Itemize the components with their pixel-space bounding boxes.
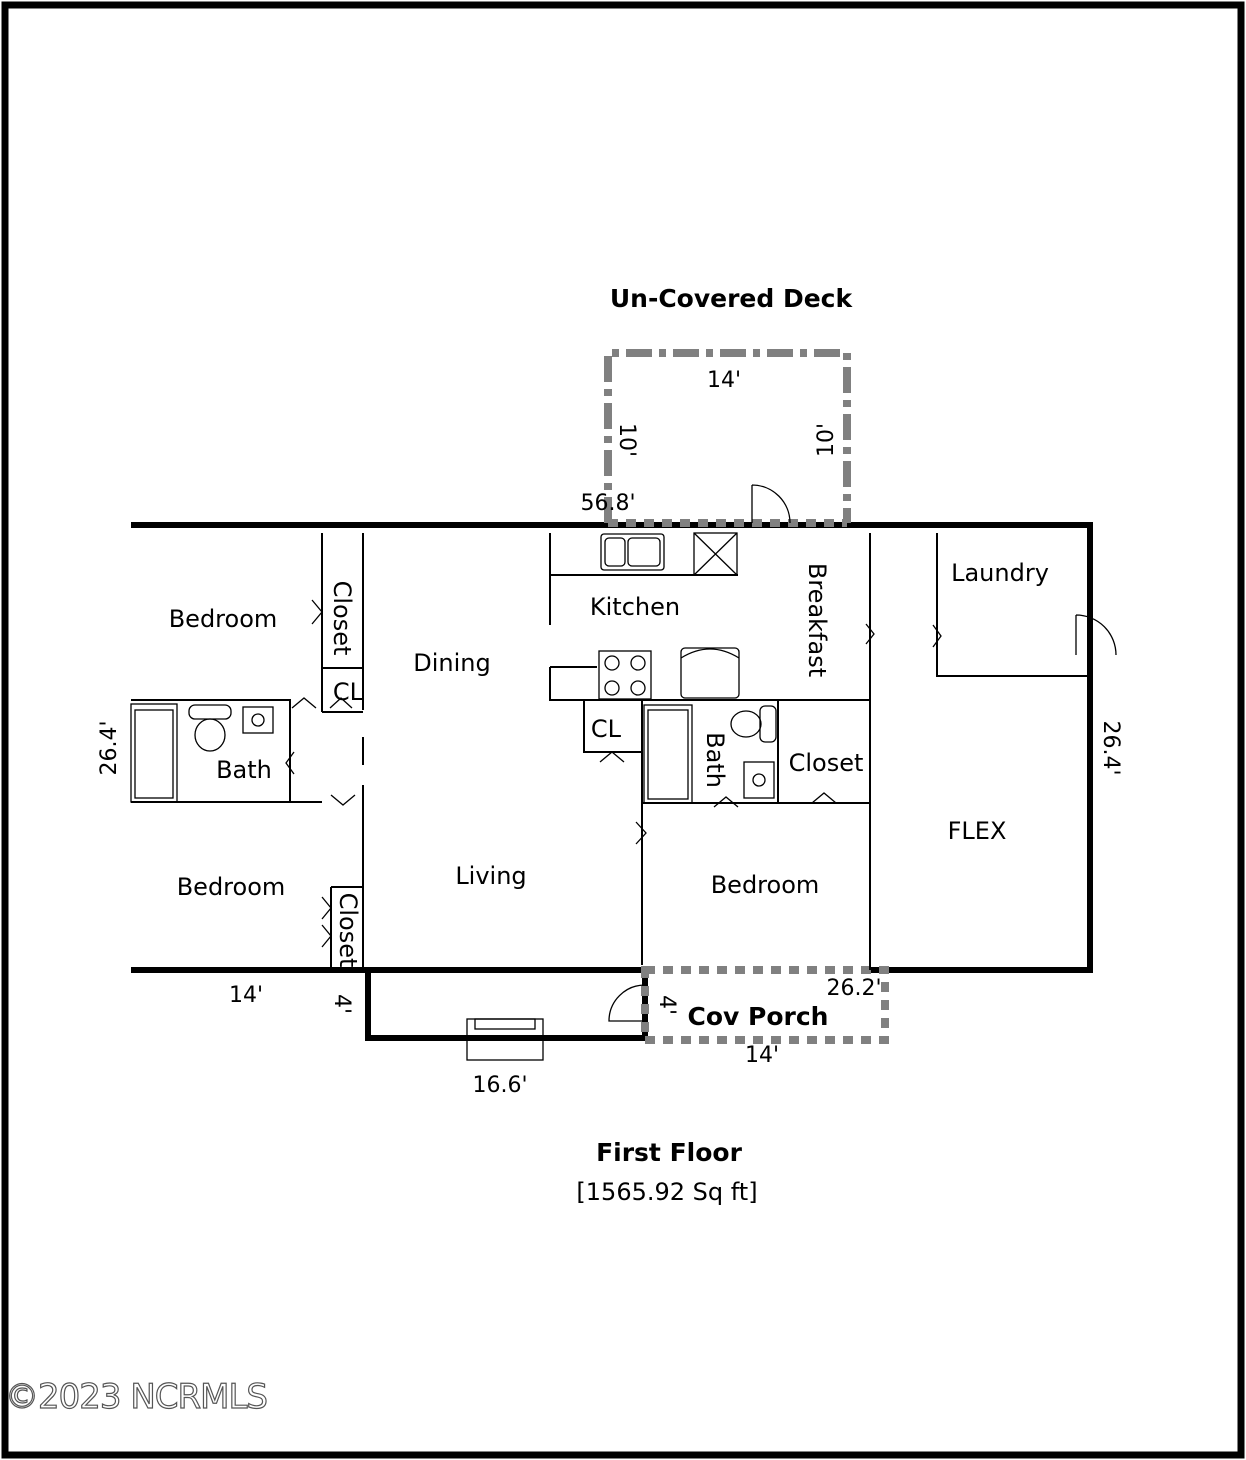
dim-bottom-right: 26.2' bbox=[826, 976, 881, 1001]
doors bbox=[285, 484, 1117, 1022]
porch-outline bbox=[641, 966, 889, 1044]
dim-top: 56.8' bbox=[580, 491, 635, 516]
room-bath-left: Bath bbox=[216, 756, 272, 784]
porch-depth: 4' bbox=[654, 995, 679, 1015]
floor-area: [1565.92 Sq ft] bbox=[576, 1178, 757, 1206]
room-bedroom-mid: Bedroom bbox=[711, 871, 820, 899]
floor-title: First Floor bbox=[596, 1138, 743, 1167]
kitchen-fixtures bbox=[598, 532, 740, 700]
deck-title: Un-Covered Deck bbox=[610, 284, 854, 313]
room-cl-left: CL bbox=[333, 678, 364, 706]
room-closet-top-left: Closet bbox=[328, 581, 356, 656]
room-living: Living bbox=[455, 862, 526, 890]
dim-left: 26.4' bbox=[97, 720, 122, 775]
dim-right: 26.4' bbox=[1098, 720, 1123, 775]
room-laundry: Laundry bbox=[951, 559, 1049, 587]
room-bath-mid: Bath bbox=[701, 732, 729, 788]
room-bedroom-top-left: Bedroom bbox=[169, 605, 278, 633]
room-breakfast: Breakfast bbox=[803, 563, 831, 677]
watermark: ©2023 NCRMLS bbox=[5, 1377, 267, 1417]
deck-outline bbox=[604, 349, 851, 523]
deck-depth-left: 10' bbox=[614, 423, 639, 457]
room-closet-mid: Closet bbox=[789, 749, 864, 777]
porch-width: 14' bbox=[745, 1043, 779, 1068]
fireplace bbox=[466, 1018, 544, 1061]
deck-width: 14' bbox=[707, 368, 741, 393]
dim-bottom-mid: 16.6' bbox=[472, 1073, 527, 1098]
room-flex: FLEX bbox=[948, 817, 1007, 845]
room-closet-bottom-left: Closet bbox=[334, 893, 362, 968]
interior-walls bbox=[131, 533, 1088, 970]
porch-title: Cov Porch bbox=[688, 1002, 829, 1031]
deck-depth-right: 10' bbox=[814, 423, 839, 457]
dim-bottom-step: 4' bbox=[329, 994, 354, 1014]
dim-bottom-left: 14' bbox=[229, 983, 263, 1008]
room-bedroom-bottom-left: Bedroom bbox=[177, 873, 286, 901]
room-kitchen: Kitchen bbox=[590, 593, 680, 621]
room-dining: Dining bbox=[413, 649, 490, 677]
room-cl-mid: CL bbox=[591, 715, 622, 743]
bath-fixtures bbox=[130, 703, 777, 804]
